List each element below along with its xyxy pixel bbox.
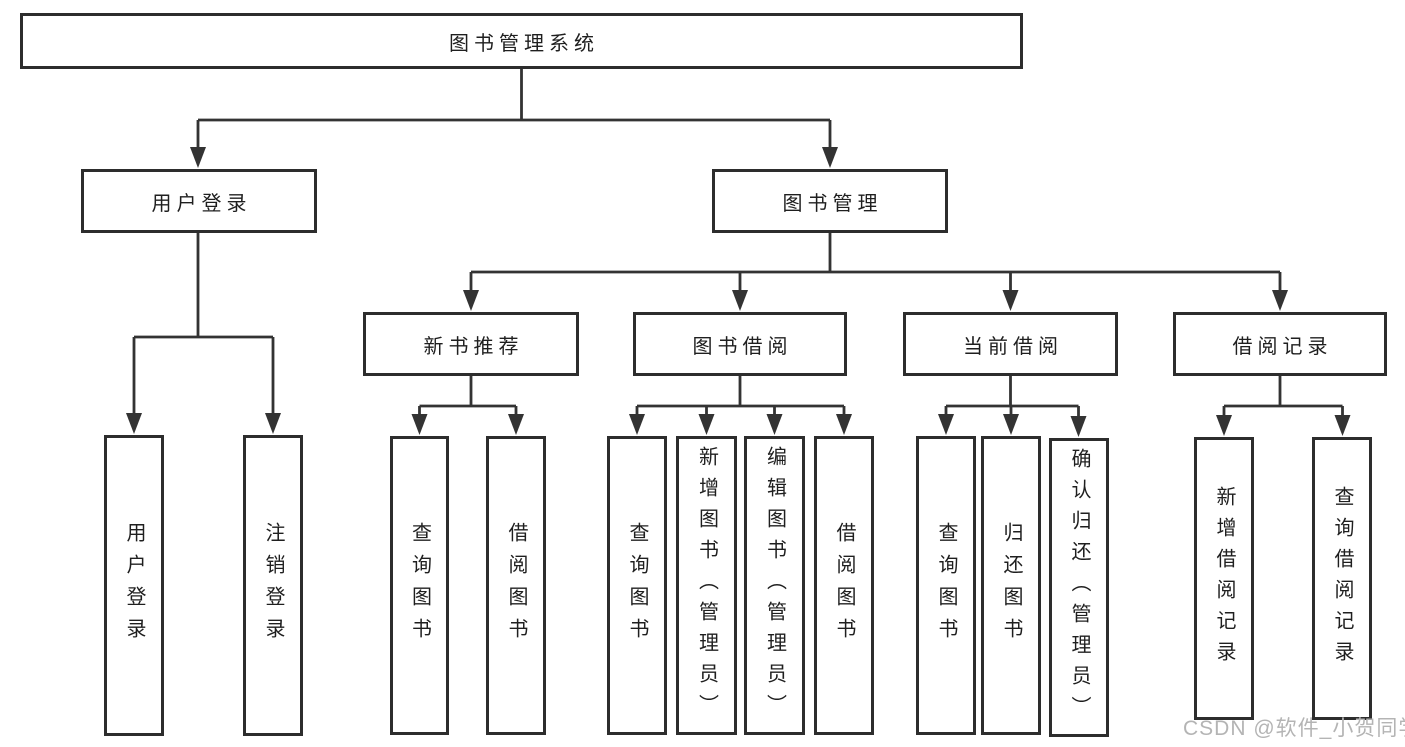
arrow-down-icon bbox=[1334, 415, 1351, 436]
leaf-label: 注销登录 bbox=[262, 521, 284, 650]
leaf-query-borrow-record: 查询借阅记录 bbox=[1312, 437, 1372, 720]
leaf-label: 查询图书 bbox=[626, 521, 648, 650]
arrow-down-icon bbox=[1002, 290, 1019, 311]
leaf-label: 确认归还（管理员） bbox=[1068, 448, 1090, 727]
leaf-label: 新增借阅记录 bbox=[1213, 485, 1235, 672]
connector bbox=[1222, 375, 1344, 415]
connector bbox=[635, 375, 846, 415]
leaf-label: 用户登录 bbox=[123, 521, 145, 650]
leaf-user-login: 用户登录 bbox=[104, 435, 164, 736]
leaf-label: 编辑图书（管理员） bbox=[763, 446, 786, 725]
arrow-down-icon bbox=[836, 414, 852, 435]
connector bbox=[418, 375, 518, 415]
csdn-watermark: CSDN @软件_小贺同学 bbox=[1183, 717, 1405, 740]
arrow-down-icon bbox=[265, 413, 281, 434]
leaf-add-book-admin: 新增图书（管理员） bbox=[676, 436, 737, 735]
node-borrow-records: 借阅记录 bbox=[1173, 312, 1387, 376]
arrow-down-icon bbox=[698, 414, 715, 435]
arrow-down-icon bbox=[938, 414, 954, 435]
leaf-return-books: 归还图书 bbox=[981, 436, 1041, 735]
leaf-label: 借阅图书 bbox=[833, 521, 855, 650]
node-library-management-system: 图书管理系统 bbox=[20, 13, 1023, 69]
arrow-down-icon bbox=[126, 413, 142, 434]
leaf-label: 查询借阅记录 bbox=[1331, 485, 1353, 672]
node-book-management: 图书管理 bbox=[712, 169, 948, 233]
arrow-down-icon bbox=[190, 147, 206, 168]
leaf-borrow-books: 借阅图书 bbox=[814, 436, 874, 735]
arrow-down-icon bbox=[1216, 415, 1232, 436]
leaf-query-books-current: 查询图书 bbox=[916, 436, 976, 735]
connector bbox=[469, 233, 1282, 291]
leaf-confirm-return-admin: 确认归还（管理员） bbox=[1049, 438, 1109, 737]
arrow-down-icon bbox=[629, 414, 645, 435]
arrow-down-icon bbox=[1272, 290, 1288, 311]
node-user-login: 用户登录 bbox=[81, 169, 317, 233]
arrow-down-icon bbox=[411, 414, 428, 435]
arrow-down-icon bbox=[463, 290, 479, 311]
node-current-borrow: 当前借阅 bbox=[903, 312, 1118, 376]
leaf-label: 查询图书 bbox=[935, 521, 957, 650]
connector bbox=[196, 69, 832, 149]
leaf-query-books-borrow: 查询图书 bbox=[607, 436, 667, 735]
arrow-down-icon bbox=[766, 414, 783, 435]
leaf-label: 查询图书 bbox=[408, 521, 431, 650]
leaf-label: 新增图书（管理员） bbox=[695, 446, 718, 725]
leaf-query-books-recommend: 查询图书 bbox=[390, 436, 449, 735]
arrow-down-icon bbox=[732, 290, 748, 311]
leaf-label: 归还图书 bbox=[1000, 521, 1022, 650]
connector bbox=[132, 233, 275, 413]
arrow-down-icon bbox=[508, 414, 524, 435]
leaf-logout: 注销登录 bbox=[243, 435, 303, 736]
node-new-book-recommend: 新书推荐 bbox=[363, 312, 579, 376]
connector bbox=[944, 375, 1080, 417]
leaf-add-borrow-record: 新增借阅记录 bbox=[1194, 437, 1254, 720]
arrow-down-icon bbox=[1070, 416, 1087, 437]
arrow-down-icon bbox=[1003, 414, 1019, 435]
arrow-down-icon bbox=[822, 147, 838, 168]
node-book-borrow: 图书借阅 bbox=[633, 312, 847, 376]
leaf-borrow-books-recommend: 借阅图书 bbox=[486, 436, 546, 735]
leaf-edit-book-admin: 编辑图书（管理员） bbox=[744, 436, 805, 735]
leaf-label: 借阅图书 bbox=[505, 521, 527, 650]
